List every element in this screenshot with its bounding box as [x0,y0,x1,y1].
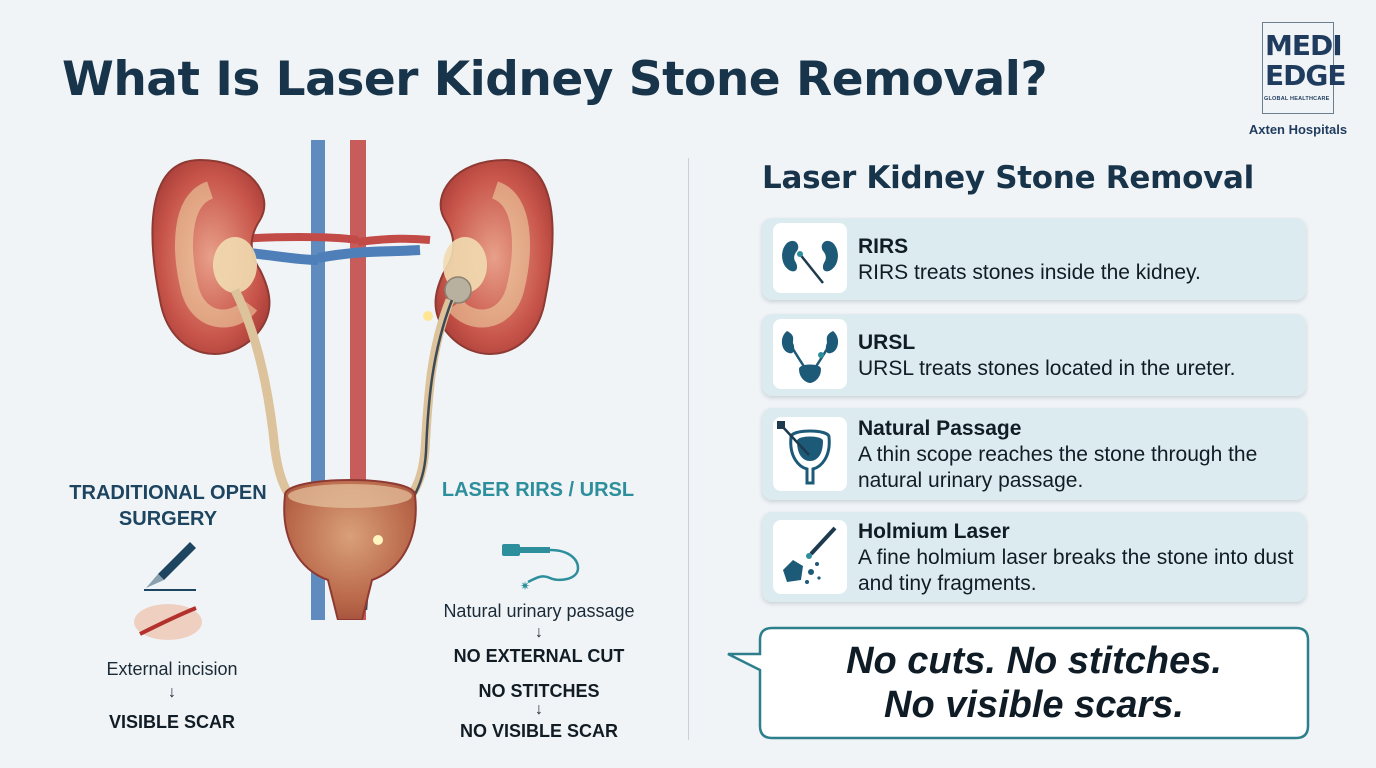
external-incision-text: External incision [106,659,238,679]
card-description: A thin scope reaches the stone through t… [858,443,1258,493]
card-natural-passage: Natural Passage A thin scope reaches the… [762,408,1306,500]
card-title: Holmium Laser [858,520,1010,543]
laser-arrow: ↓ [535,624,543,641]
traditional-arrow: ↓ [168,684,176,701]
card-icon-box [773,520,847,594]
logo-line1: MEDI [1265,29,1343,62]
bladder [283,479,417,620]
card-holmium-laser: Holmium Laser A fine holmium laser break… [762,512,1306,602]
endoscope-icon: ✷ [502,544,580,592]
kidney-scope-icon [782,240,838,284]
card-description: RIRS treats stones inside the kidney. [858,261,1201,284]
traditional-surgery-title: TRADITIONAL OPEN SURGERY [69,482,267,530]
kidney-stone [444,276,472,304]
hospital-name: Axten Hospitals [1248,122,1348,137]
card-title: URSL [858,331,916,354]
logo-frame [1262,22,1334,114]
no-visible-scar-text: NO VISIBLE SCAR [459,721,619,741]
no-stitches-text: NO STITCHES [478,681,600,701]
card-icon-box [773,223,847,293]
page-title: What Is Laser Kidney Stone Removal? [62,52,1048,107]
incision-icon [134,604,202,640]
callout-line1: No cuts. No stitches. [846,640,1222,682]
callout-line2: No visible scars. [884,684,1184,726]
procedure-panel-title: Laser Kidney Stone Removal [762,160,1254,196]
card-ursl: URSL URSL treats stones located in the u… [762,314,1306,396]
visible-scar-text: VISIBLE SCAR [108,712,236,732]
no-external-cut-text: NO EXTERNAL CUT [453,646,625,666]
laser-rirs-title: LASER RIRS / URSL [441,479,635,501]
section-divider [688,158,689,740]
bladder-scope-icon [777,421,831,485]
callout-bubble [727,626,1310,740]
card-title: RIRS [858,235,909,258]
scalpel-icon [144,542,196,591]
card-icon-box [773,417,847,491]
card-description: URSL treats stones located in the ureter… [858,357,1236,380]
laser-stone-icon [783,526,837,584]
urinary-tract-icon [781,331,839,383]
card-title: Natural Passage [858,417,1022,440]
logo: MEDI EDGE GLOBAL HEALTHCARE Axten Hospit… [1238,22,1358,144]
card-description: A fine holmium laser breaks the stone in… [858,546,1294,596]
card-icon-box [773,319,847,389]
svg-text:✷: ✷ [520,579,530,592]
logo-line2: EDGE [1265,59,1346,92]
logo-subtitle: GLOBAL HEALTHCARE [1264,96,1330,102]
urinary-tract-illustration [151,140,554,620]
laser-arrow-2: ↓ [535,701,543,718]
card-rirs: RIRS RIRS treats stones inside the kidne… [762,218,1306,300]
right-kidney [423,158,554,355]
natural-passage-text: Natural urinary passage [443,601,635,621]
